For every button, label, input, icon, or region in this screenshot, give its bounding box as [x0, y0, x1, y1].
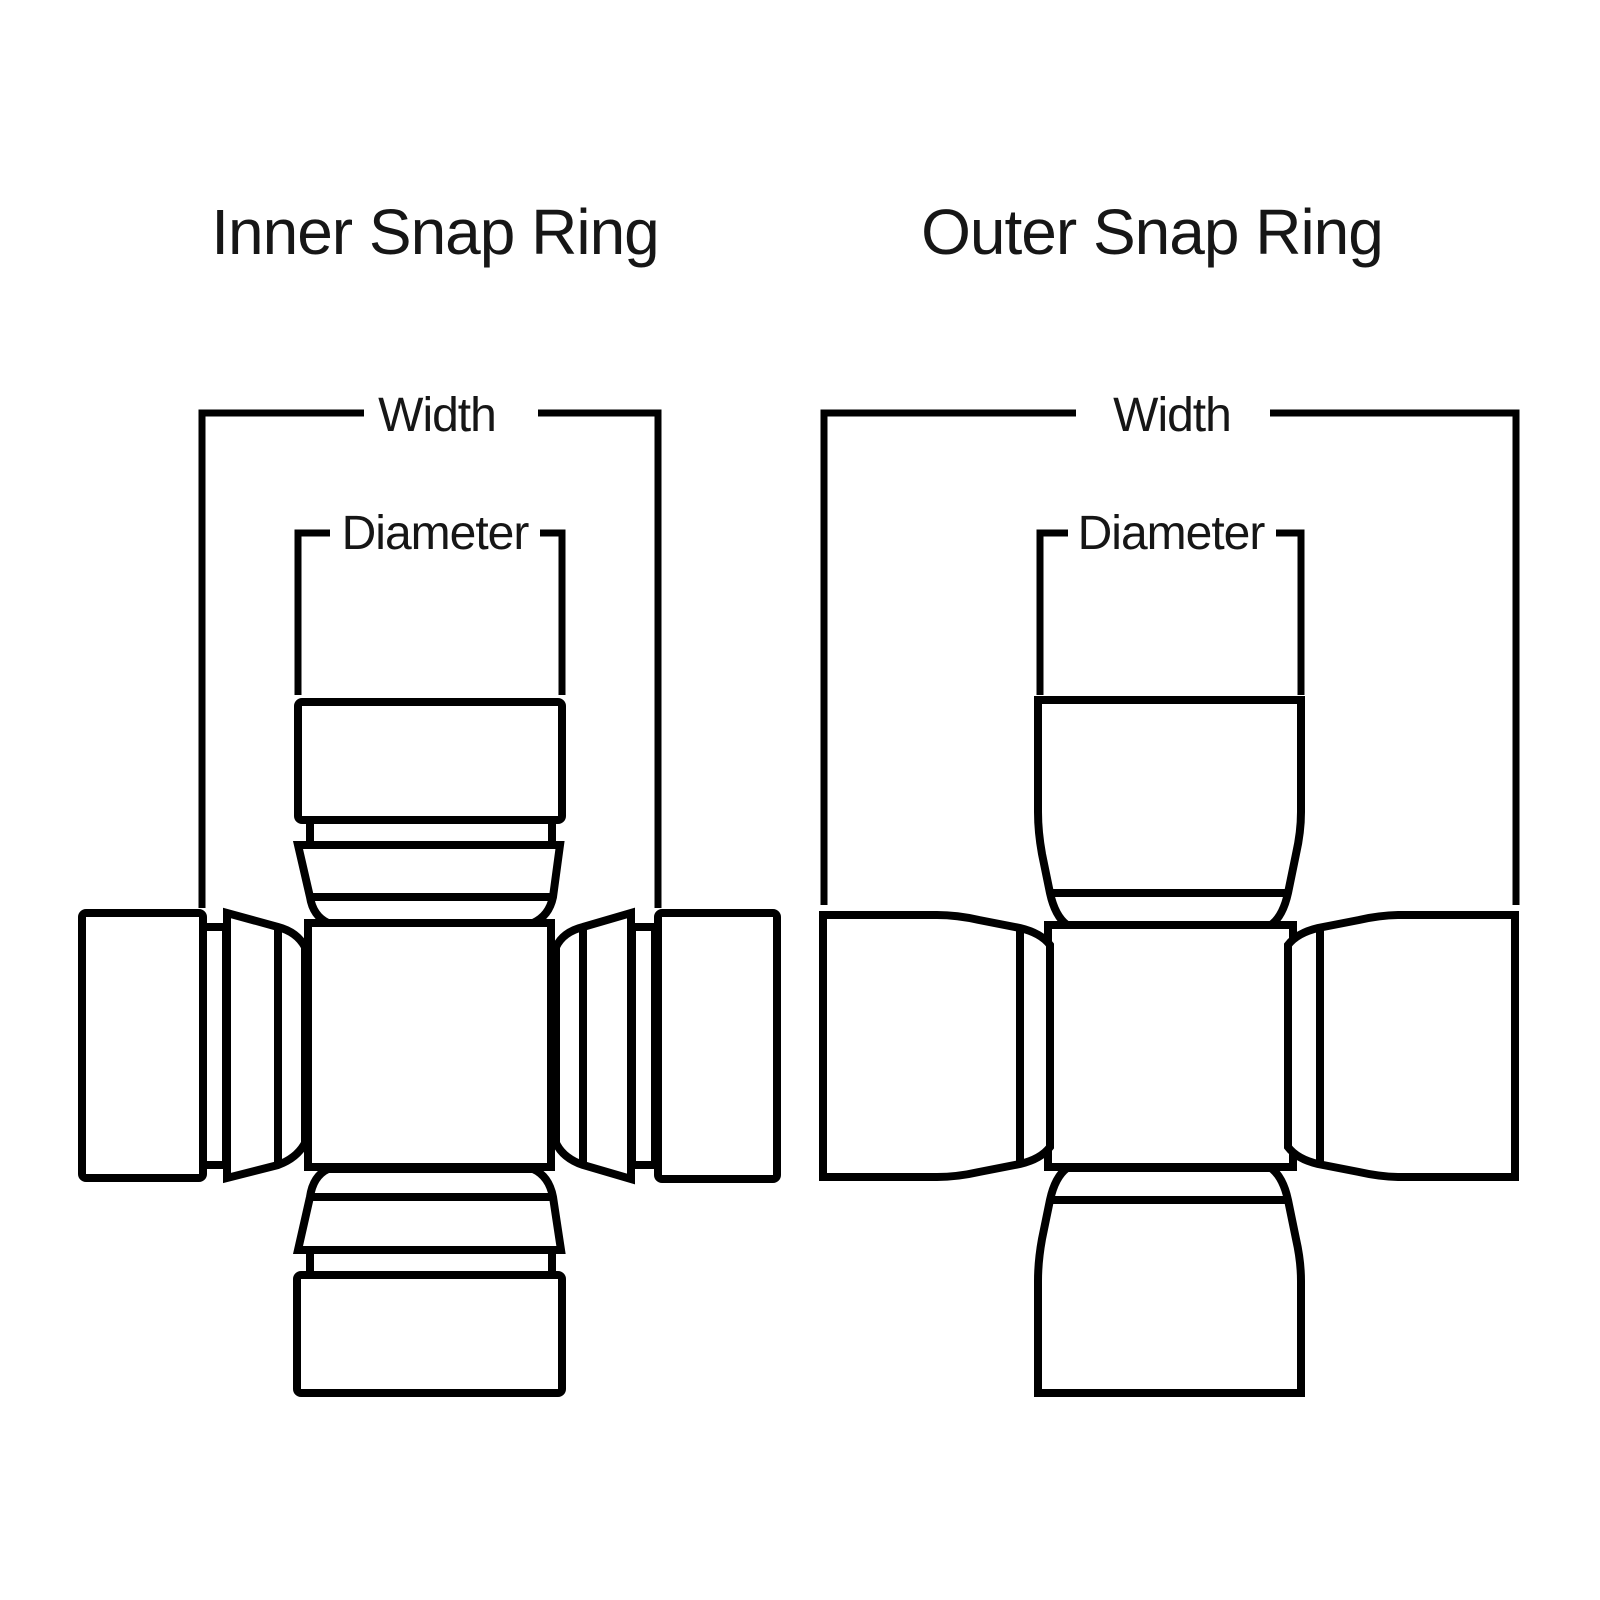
- inner-top-trunnion: [292, 698, 566, 927]
- inner-diameter-bracket-right-line: [540, 529, 566, 695]
- inner-width-bracket-right-line: [538, 409, 662, 908]
- inner-left-bearing-cap: [78, 909, 207, 1182]
- outer-diameter-bracket-right-line: [1276, 529, 1305, 695]
- inner-bottom-bearing-cap: [293, 1271, 566, 1397]
- inner-snap-ring-diagram: Inner Snap Ring Width Diameter: [78, 196, 781, 1397]
- outer-diagram-title: Outer Snap Ring: [921, 196, 1383, 268]
- inner-top-seal: [292, 841, 565, 927]
- inner-bottom-seal: [292, 1165, 566, 1254]
- outer-bottom-trunnion: [1034, 1164, 1305, 1397]
- outer-snap-ring-diagram: Outer Snap Ring Width Diameter: [819, 196, 1520, 1397]
- outer-bottom-bearing-cap: [1034, 1164, 1305, 1397]
- inner-right-snap-ring-groove: [628, 923, 659, 1169]
- outer-right-trunnion: [1284, 911, 1519, 1181]
- inner-diagram-title: Inner Snap Ring: [211, 196, 659, 268]
- outer-top-trunnion: [1034, 696, 1305, 929]
- inner-right-bearing-cap: [654, 909, 781, 1183]
- outer-width-label: Width: [1113, 389, 1231, 442]
- outer-diameter-label: Diameter: [1078, 507, 1266, 560]
- inner-left-trunnion: [78, 907, 309, 1184]
- outer-top-bearing-cap: [1034, 696, 1305, 929]
- inner-width-label: Width: [378, 389, 496, 442]
- inner-diameter-label: Diameter: [342, 507, 530, 560]
- outer-width-bracket-right-line: [1270, 409, 1520, 905]
- outer-left-bearing-cap: [819, 911, 1054, 1181]
- outer-width-bracket-left-line: [820, 409, 1076, 905]
- inner-diameter-bracket-left-line: [294, 529, 330, 695]
- inner-width-bracket: Width: [198, 389, 662, 908]
- inner-left-seal: [223, 907, 309, 1184]
- inner-right-trunnion: [552, 907, 781, 1185]
- inner-cross-body: [304, 919, 555, 1171]
- inner-right-seal: [552, 907, 635, 1185]
- outer-right-bearing-cap: [1284, 911, 1519, 1181]
- outer-diameter-bracket: Diameter: [1036, 507, 1305, 695]
- inner-bottom-trunnion: [292, 1165, 566, 1397]
- inner-diameter-bracket: Diameter: [294, 507, 566, 695]
- outer-diameter-bracket-left-line: [1036, 529, 1068, 695]
- inner-top-bearing-cap: [294, 698, 566, 824]
- inner-width-bracket-left-line: [198, 409, 364, 908]
- outer-width-bracket: Width: [820, 389, 1520, 905]
- outer-left-trunnion: [819, 911, 1054, 1181]
- outer-cross-body: [1044, 921, 1297, 1171]
